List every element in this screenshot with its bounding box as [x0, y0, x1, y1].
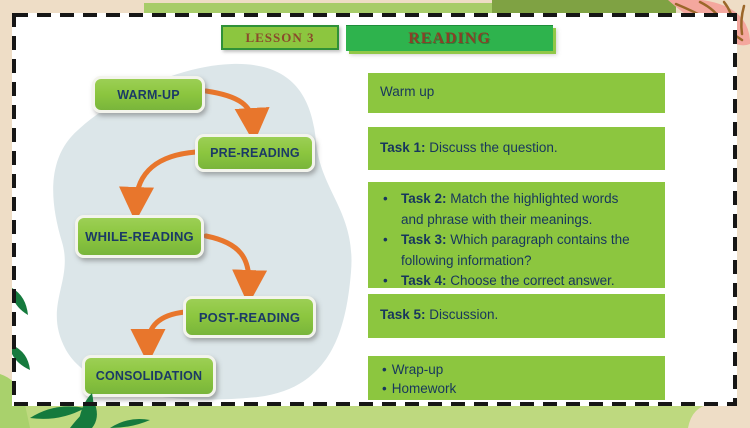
panel-tasks-2-3-4: • Task 2: Match the highlighted words an… — [368, 182, 665, 288]
task5-label: Task 5: — [380, 307, 426, 322]
top-olive-bar — [492, 0, 676, 14]
list-item: • Task 4: Choose the correct answer. — [368, 271, 653, 292]
task4-text: Choose the correct answer. — [446, 273, 615, 288]
flow-node-consolidation: CONSOLIDATION — [82, 355, 216, 397]
flow-node-pre-reading: PRE-READING — [195, 134, 315, 172]
bullet-icon: • — [383, 191, 388, 206]
list-item: • Task 2: Match the highlighted words an… — [368, 189, 653, 230]
flow-node-post-reading: POST-READING — [183, 296, 316, 338]
wrap-up-list: • Wrap-up • Homework — [380, 360, 653, 398]
wrap-up-text: Wrap-up — [391, 362, 444, 377]
lesson-badge: LESSON 3 — [221, 25, 339, 50]
list-item: • Homework — [380, 379, 653, 398]
panel-task5: Task 5: Discussion. — [368, 294, 665, 338]
task5-text: Discussion. — [425, 307, 499, 322]
bullet-icon: • — [383, 232, 388, 247]
list-item: • Task 3: Which paragraph contains the f… — [368, 230, 653, 271]
bottom-strip — [0, 405, 750, 428]
list-item: • Wrap-up — [380, 360, 653, 379]
bullet-icon: • — [382, 362, 387, 377]
task1-label: Task 1: — [380, 140, 426, 155]
flow-node-warm-up: WARM-UP — [92, 76, 205, 113]
panel-wrap-up: • Wrap-up • Homework — [368, 356, 665, 400]
task3-label: Task 3: — [401, 232, 447, 247]
flow-node-while-reading: WHILE-READING — [75, 215, 204, 258]
bullet-icon: • — [382, 381, 387, 396]
task2-label: Task 2: — [401, 191, 447, 206]
task1-text: Discuss the question. — [425, 140, 558, 155]
panel-task1: Task 1: Discuss the question. — [368, 127, 665, 170]
bottom-right-wedge — [688, 402, 750, 428]
top-green-bar — [144, 3, 492, 14]
page-title: READING — [346, 25, 553, 51]
bullet-icon: • — [383, 273, 388, 288]
homework-text: Homework — [391, 381, 457, 396]
task-list: • Task 2: Match the highlighted words an… — [368, 189, 653, 292]
panel-warm-up: Warm up — [368, 73, 665, 113]
panel-warm-up-text: Warm up — [380, 84, 435, 99]
task4-label: Task 4: — [401, 273, 447, 288]
